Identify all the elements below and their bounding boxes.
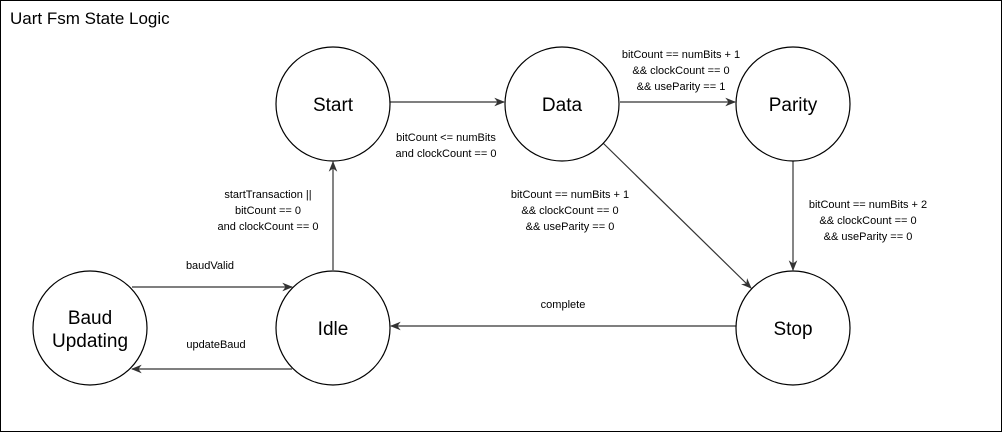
state-stop-label: Stop	[773, 319, 812, 340]
state-stop: Stop	[735, 270, 851, 386]
condition-line: bitCount <= numBits	[396, 132, 496, 144]
condition-line: && useParity == 1	[637, 81, 726, 93]
state-start: Start	[275, 46, 391, 162]
state-data: Data	[504, 46, 620, 162]
label-data-to-stop: bitCount == numBits + 1 && clockCount ==…	[511, 189, 629, 233]
condition-line: and clockCount == 0	[218, 221, 319, 233]
diagram-title: Uart Fsm State Logic	[10, 9, 170, 28]
condition-line: bitCount == numBits + 1	[511, 189, 629, 201]
label-data-to-parity: bitCount == numBits + 1 && clockCount ==…	[622, 49, 740, 93]
state-baud-label-line2: Updating	[52, 331, 128, 352]
label-idle-to-start: startTransaction || bitCount == 0 and cl…	[218, 189, 319, 233]
condition-line: && useParity == 0	[824, 231, 913, 243]
edge-data-to-stop	[602, 142, 752, 289]
label-stop-to-idle: complete	[541, 299, 586, 311]
condition-line: bitCount == 0	[235, 205, 301, 217]
condition-line: bitCount == numBits + 1	[622, 49, 740, 61]
label-baud-to-idle: baudValid	[186, 260, 234, 272]
state-start-label: Start	[313, 95, 354, 116]
state-idle: Idle	[275, 270, 391, 386]
condition-line: and clockCount == 0	[396, 148, 497, 160]
state-parity: Parity	[735, 46, 851, 162]
condition-line: && clockCount == 0	[819, 215, 916, 227]
state-parity-label: Parity	[769, 95, 818, 116]
condition-line: && useParity == 0	[526, 221, 615, 233]
condition-line: && clockCount == 0	[521, 205, 618, 217]
state-idle-label: Idle	[318, 319, 349, 340]
condition-line: && clockCount == 0	[632, 65, 729, 77]
state-baud-updating: Baud Updating	[32, 270, 148, 386]
label-idle-to-baud: updateBaud	[186, 339, 245, 351]
label-start-to-data: bitCount <= numBits and clockCount == 0	[396, 132, 497, 160]
state-data-label: Data	[542, 95, 583, 116]
condition-line: bitCount == numBits + 2	[809, 199, 927, 211]
condition-line: startTransaction ||	[224, 189, 311, 201]
state-baud-label-line1: Baud	[68, 308, 112, 329]
label-parity-to-stop: bitCount == numBits + 2 && clockCount ==…	[809, 199, 927, 243]
